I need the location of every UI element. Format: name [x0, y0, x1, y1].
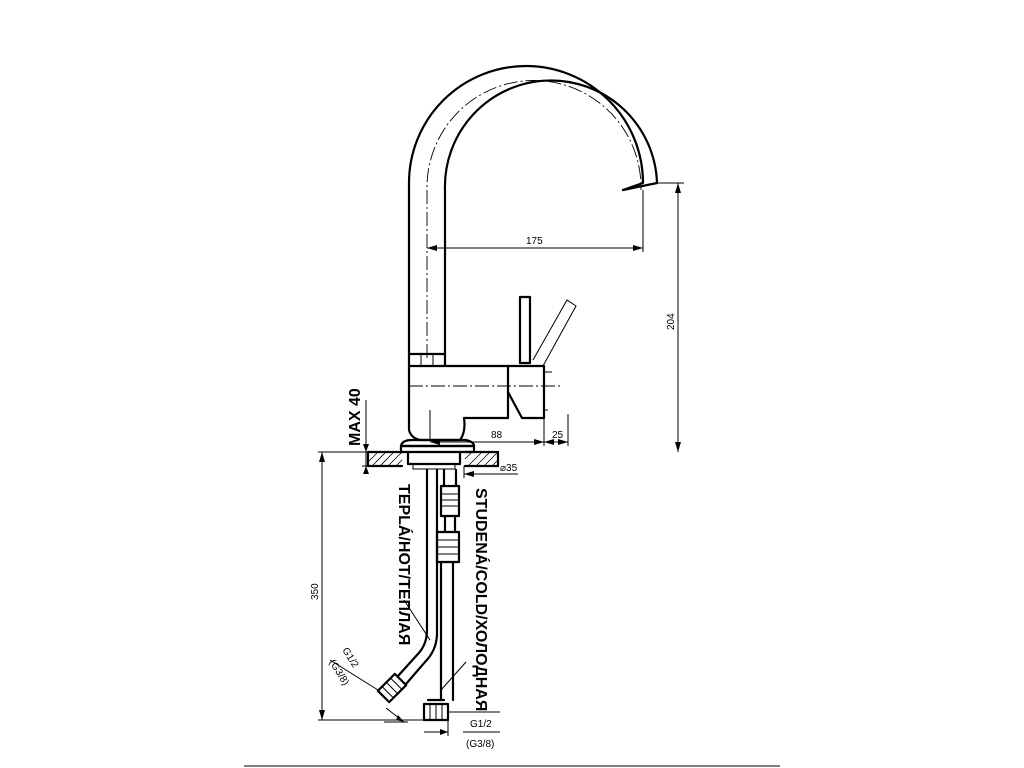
thread-left-size: G1/2: [339, 646, 360, 671]
dim-spout-reach-label: 175: [526, 236, 543, 247]
dim-height-label: 204: [666, 313, 677, 330]
dim-max-thickness-label: MAX 40: [347, 388, 364, 446]
hot-hose-label-group: TEPLÁ/HOT/ТЕПЛАЯ: [395, 484, 431, 645]
hot-water-hose: [376, 468, 439, 704]
thread-right-alt-size: (G3/8): [466, 739, 494, 750]
mixer-body: [407, 352, 560, 442]
cold-hose-label: STUDENÁ/COLD/ХОЛОДНАЯ: [472, 488, 491, 711]
dim-body-length-label: 88: [491, 430, 503, 441]
dim-hole-diameter-label: ⌀35: [500, 463, 518, 474]
thread-right-size: G1/2: [470, 719, 492, 730]
dimension-204: 204: [657, 182, 684, 452]
dimension-88-25: 88 25: [430, 414, 569, 446]
dimension-175: 175: [427, 190, 644, 252]
dim-hose-length-label: 350: [310, 583, 321, 600]
faucet-spout: [407, 64, 659, 358]
countertop-section: [366, 450, 500, 470]
thread-callout-right: G1/2 (G3/8): [424, 711, 500, 750]
hot-hose-label: TEPLÁ/HOT/ТЕПЛАЯ: [395, 484, 414, 645]
cold-water-hose: [422, 468, 461, 722]
dimension-diameter-35: ⌀35: [463, 463, 518, 478]
dimension-max-40: MAX 40: [347, 388, 380, 474]
dim-lever-offset-label: 25: [552, 430, 564, 441]
cold-hose-label-group: STUDENÁ/COLD/ХОЛОДНАЯ: [440, 488, 491, 711]
lever-handle: [518, 295, 577, 367]
faucet-base: [399, 438, 476, 454]
dimension-350: 350: [310, 451, 424, 721]
